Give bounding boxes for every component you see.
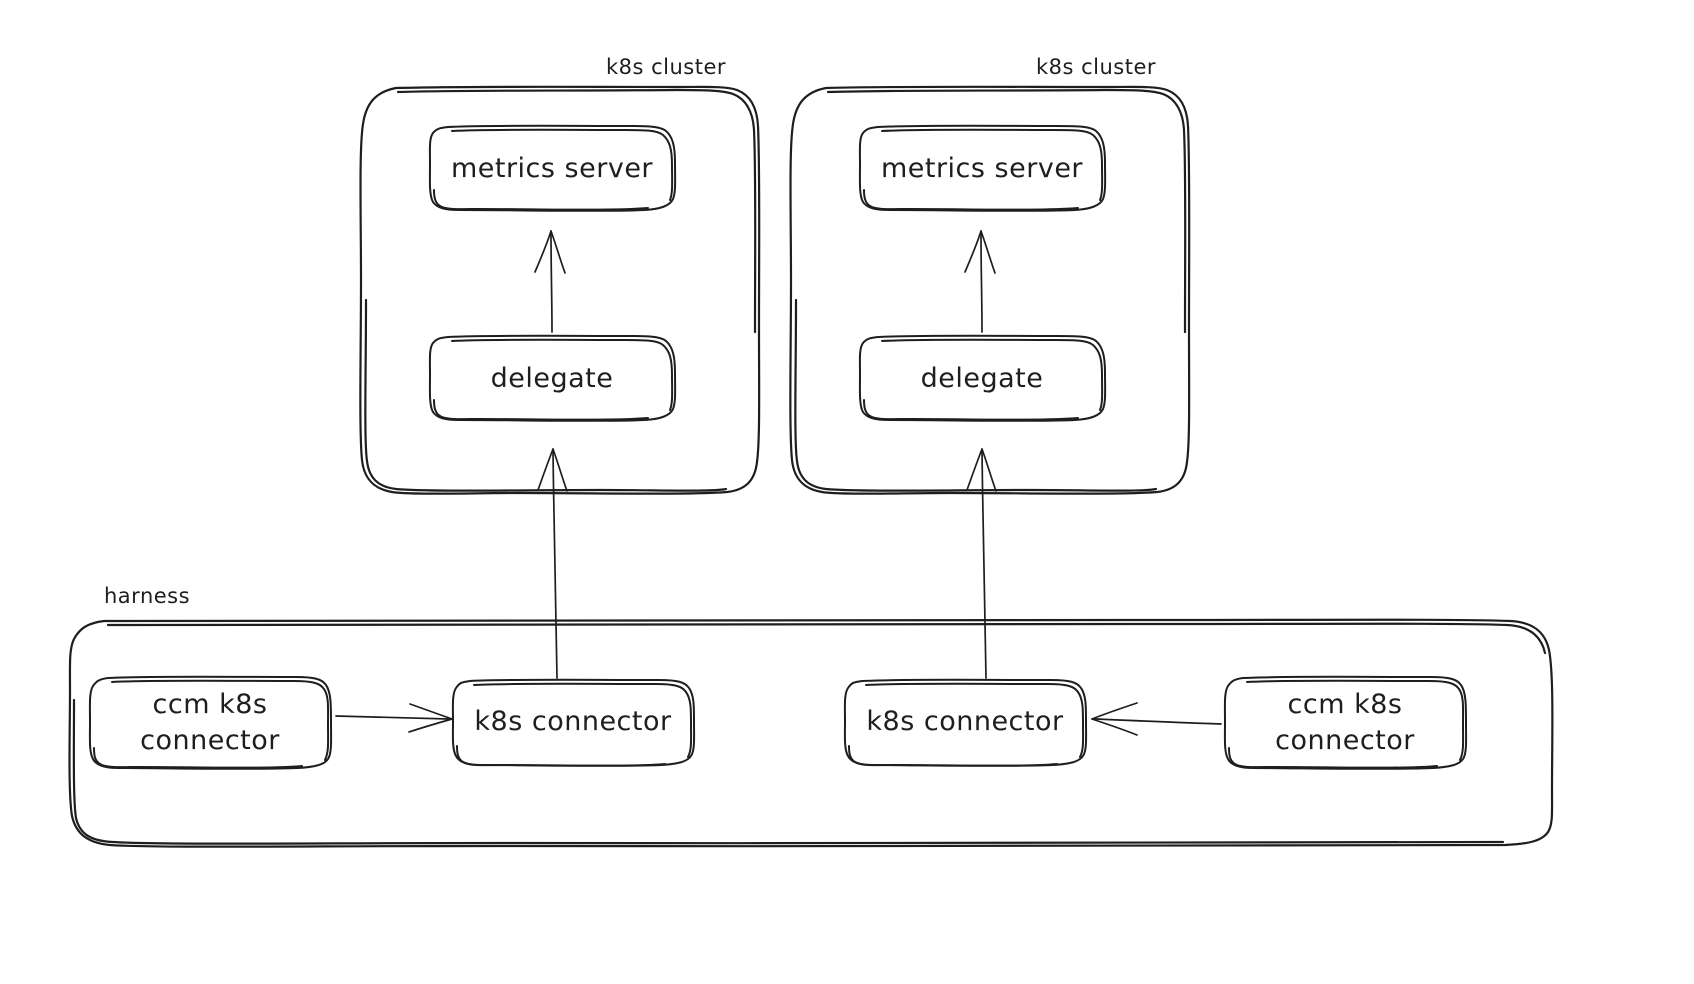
arrow-ccm-to-k8s-connector-right	[1091, 702, 1222, 736]
arrow-ccm-to-k8s-connector-left	[335, 703, 453, 733]
node-delegate-right[interactable]	[858, 334, 1107, 422]
node-metrics-server-left[interactable]	[428, 124, 677, 212]
arrow-delegate-to-metrics-left	[534, 230, 566, 333]
arrow-delegate-to-metrics-right	[964, 230, 996, 333]
node-ccm-k8s-connector-left[interactable]	[88, 675, 333, 770]
node-ccm-k8s-connector-right[interactable]	[1223, 675, 1468, 770]
node-metrics-server-right[interactable]	[858, 124, 1107, 212]
node-delegate-left[interactable]	[428, 334, 677, 422]
arrow-k8s-connector-to-delegate-left	[537, 448, 568, 679]
node-k8s-connector-right[interactable]	[843, 678, 1088, 767]
node-k8s-connector-left[interactable]	[451, 678, 696, 767]
arrow-k8s-connector-to-delegate-right	[966, 448, 997, 679]
harness-container[interactable]	[68, 618, 1554, 848]
